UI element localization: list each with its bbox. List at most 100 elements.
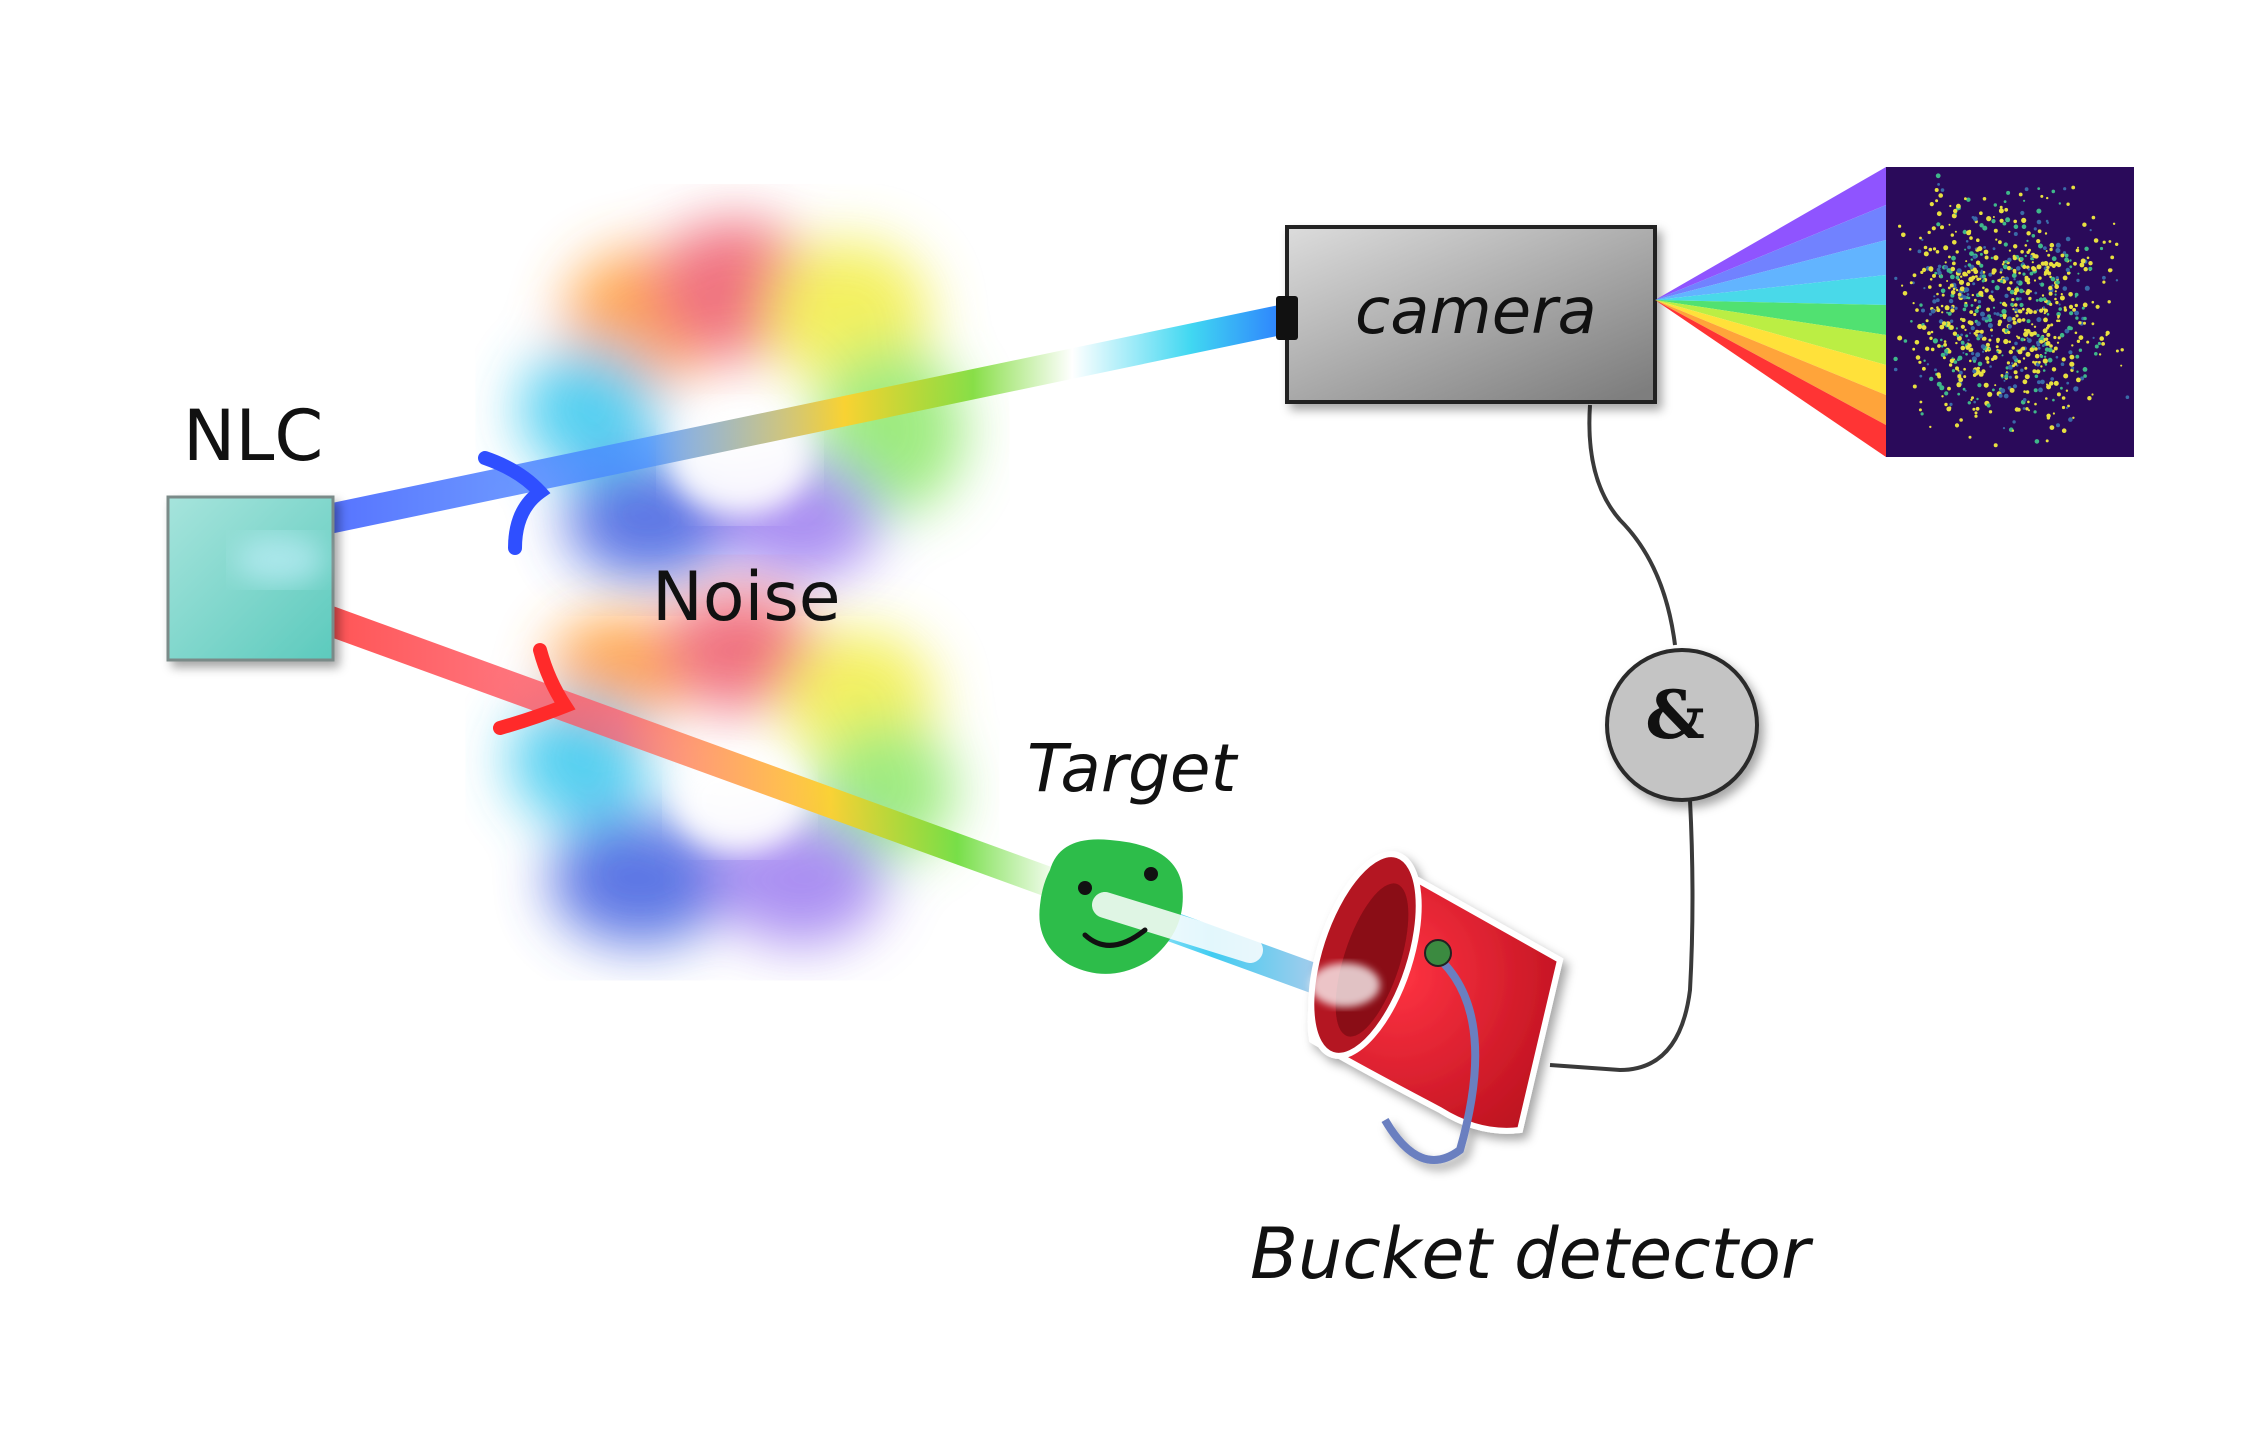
speckle-dot [1979,271,1984,275]
speckle-dot [1939,324,1945,330]
speckle-dot [2035,369,2041,374]
speckle-dot [1947,349,1952,354]
speckle-dot [2068,417,2073,422]
speckle-dot [2034,439,2040,444]
speckle-dot [2068,292,2073,297]
speckle-dot [2006,361,2010,365]
speckle-dot [1973,400,1976,404]
speckle-dot [2063,187,2067,191]
speckle-dot [1915,308,1919,312]
speckle-dot [2043,261,2049,266]
speckle-dot [2034,353,2040,359]
speckle-dot [2045,268,2049,273]
speckle-dot [2036,343,2041,347]
speckle-dot [2040,354,2044,358]
speckle-dot [1992,247,1996,251]
speckle-dot [2115,349,2119,353]
speckle-dot [2051,256,2057,262]
speckle-dot [1990,328,1993,332]
speckle-dot [1935,250,1940,254]
speckle-dot [1981,274,1986,279]
bucket-detector-label: Bucket detector [1250,1213,1810,1295]
speckle-dot [1982,279,1986,282]
speckle-dot [2003,379,2006,382]
noise-label: Noise [652,558,841,637]
speckle-dot [1935,298,1940,303]
speckle-dot [1990,290,1994,294]
speckle-dot [1982,197,1987,201]
speckle-dot [1950,306,1954,309]
speckle-dot [1991,268,1997,274]
speckle-dot [1984,255,1989,260]
speckle-dot [2058,307,2062,311]
speckle-dot [2065,406,2069,409]
speckle-dot [1963,375,1967,379]
speckle-dot [2024,374,2030,380]
speckle-dot [2016,280,2020,284]
speckle-dot [1988,294,1994,300]
speckle-dot [1999,301,2002,304]
speckle-dot [2069,259,2072,262]
speckle-dot [1995,345,1999,349]
speckle-dot [2013,370,2018,375]
speckle-dot [2077,272,2080,275]
speckle-dot [1994,384,1997,387]
speckle-dot [2013,278,2016,281]
speckle-dot [1975,275,1978,278]
speckle-dot [2064,257,2069,263]
speckle-dot [2004,207,2009,212]
speckle-dot [2021,346,2026,351]
speckle-dot [1908,248,1912,251]
speckle-dot [2078,348,2083,352]
speckle-dot [2066,202,2070,206]
speckle-dot [2013,362,2018,366]
speckle-dot [1967,401,1972,405]
speckle-dot [2057,314,2061,318]
speckle-dot [1975,260,1981,265]
speckle-dot [2068,304,2074,309]
speckle-dot [1928,247,1933,252]
speckle-dot [2062,251,2067,255]
speckle-dot [1969,236,1973,240]
speckle-dot [1917,249,1922,254]
speckle-dot [1932,273,1936,278]
speckle-dot [1997,279,2000,282]
speckle-dot [1919,400,1923,404]
speckle-dot [2021,217,2027,223]
speckle-dot [2052,398,2055,402]
speckle-dot [2012,320,2017,325]
speckle-dot [1988,347,1991,350]
speckle-dot [1978,371,1984,377]
speckle-dot [1972,359,1977,363]
speckle-dot [2000,279,2004,283]
speckle-dot [1948,363,1953,367]
speckle-dot [1929,376,1934,382]
speckle-dot [2017,318,2022,323]
speckle-dot [1943,265,1949,270]
speckle-dot [1982,270,1986,274]
speckle-dot [2020,210,2025,216]
speckle-dot [2012,308,2015,311]
speckle-dot [2017,336,2021,340]
speckle-dot [2038,243,2043,249]
speckle-dot [2025,329,2031,334]
speckle-dot [2054,293,2057,296]
speckle-dot [1971,356,1977,362]
speckle-dot [1937,344,1941,348]
speckle-dot [2099,246,2104,251]
speckle-dot [2018,297,2022,301]
speckle-dot [2002,221,2007,226]
speckle-dot [1898,224,1902,228]
speckle-dot [2040,379,2045,385]
speckle-dot [2045,326,2049,330]
speckle-dot [2049,247,2053,252]
speckle-dot [1949,325,1954,330]
speckle-dot [2019,302,2024,308]
speckle-dot [2020,368,2024,372]
speckle-dot [1950,233,1955,237]
speckle-dot [2025,311,2029,315]
speckle-dot [1956,334,1960,338]
speckle-dot [2040,365,2043,368]
speckle-dot [2015,314,2019,318]
speckle-dot [2052,412,2055,415]
